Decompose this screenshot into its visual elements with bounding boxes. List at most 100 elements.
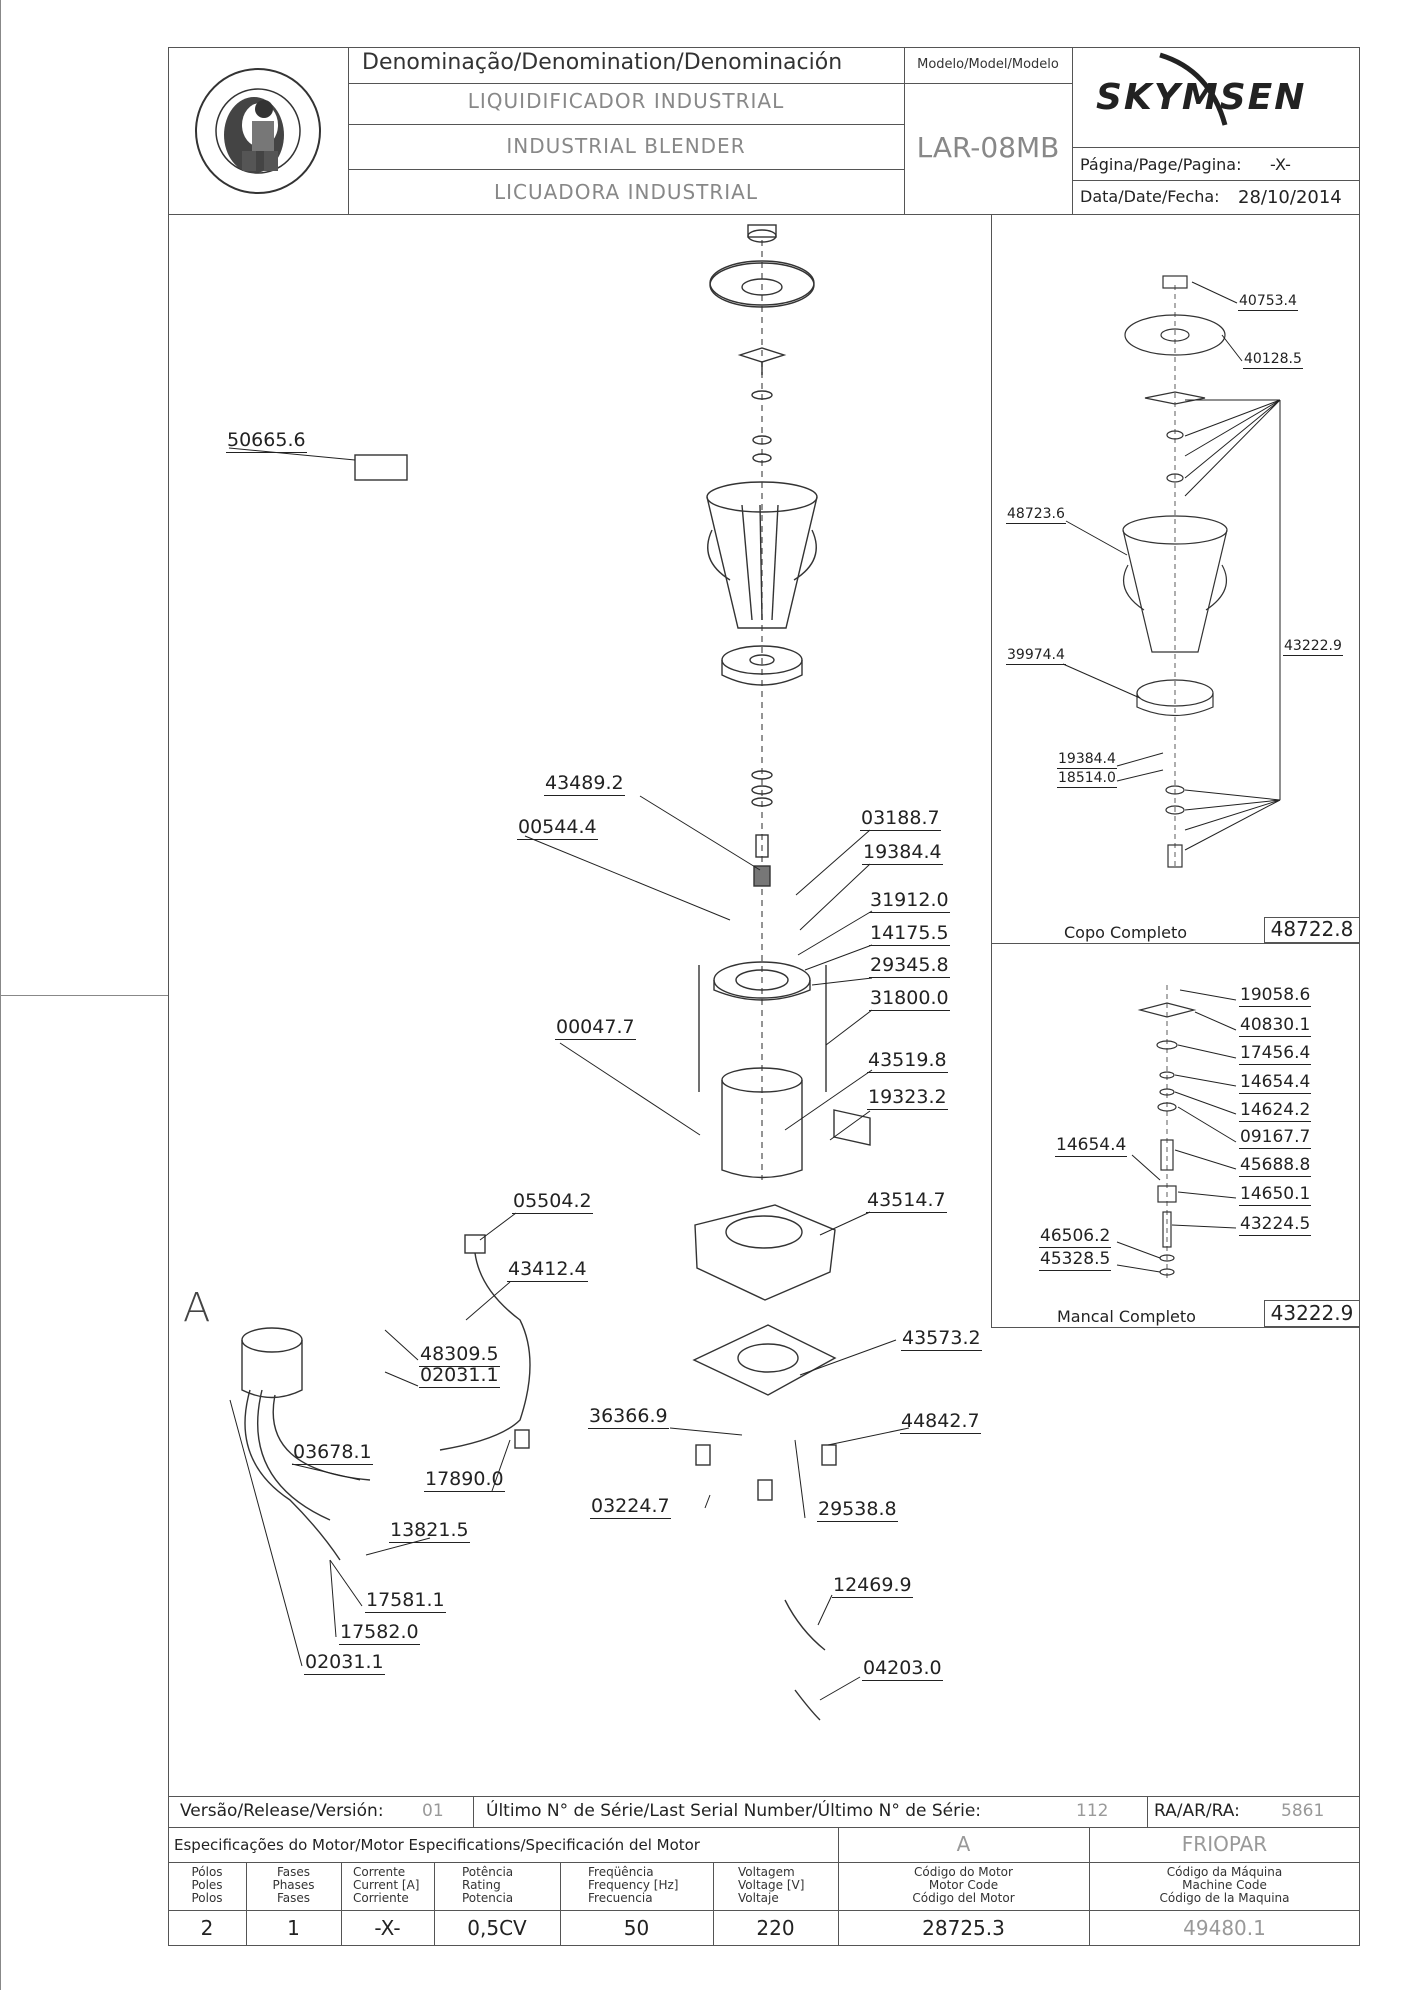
header-col1 — [348, 47, 349, 214]
part-17890-0: 17890.0 — [424, 1468, 505, 1492]
part-03678-1: 03678.1 — [292, 1441, 373, 1465]
copo-title: Copo Completo — [1064, 923, 1188, 942]
serial-label: Último N° de Série/Last Serial Number/Úl… — [486, 1801, 982, 1821]
brand-logo: SKYMSEN — [1096, 77, 1307, 118]
date-label: Data/Date/Fecha: — [1080, 187, 1220, 206]
motor-supplier: FRIOPAR — [1181, 1832, 1268, 1856]
product-name-en: INDUSTRIAL BLENDER — [506, 134, 746, 158]
part-03188-7: 03188.7 — [860, 807, 941, 831]
mancal-part-09167-7: 09167.7 — [1239, 1127, 1312, 1149]
part-17581-1: 17581.1 — [365, 1589, 446, 1613]
part-00544-4: 00544.4 — [517, 816, 598, 840]
mancal-part-14654-4-left: 14654.4 — [1055, 1135, 1128, 1157]
mancal-title: Mancal Completo — [1057, 1307, 1196, 1326]
ra-label: RA/AR/RA: — [1154, 1801, 1240, 1821]
part-03224-7: 03224.7 — [590, 1495, 671, 1519]
mancal-part-14650-1: 14650.1 — [1239, 1184, 1312, 1206]
footer-col — [1089, 1827, 1090, 1946]
model-label: Modelo/Model/Modelo — [917, 57, 1059, 72]
denomination-label: Denominação/Denomination/Denominación — [362, 50, 843, 75]
part-50665-6: 50665.6 — [226, 429, 307, 453]
version-value: 01 — [422, 1801, 444, 1821]
part-19384-4: 19384.4 — [862, 841, 943, 865]
col-motor-code: Código do Motor Motor Code Código del Mo… — [912, 1865, 1015, 1905]
mancal-part-17456-4: 17456.4 — [1239, 1043, 1312, 1065]
col-poles: Pólos Poles Polos — [191, 1865, 223, 1905]
val-voltage: 220 — [756, 1916, 795, 1940]
right-panel-bottom — [991, 1327, 1360, 1328]
part-43514-7: 43514.7 — [866, 1189, 947, 1213]
part-36366-9: 36366.9 — [588, 1405, 669, 1429]
part-48309-5: 48309.5 — [419, 1343, 500, 1367]
val-motor-code: 28725.3 — [922, 1916, 1005, 1940]
val-rating: 0,5CV — [467, 1916, 527, 1940]
copo-part-19384-4: 19384.4 — [1057, 751, 1117, 769]
col-machine-code: Código da Máquina Machine Code Código de… — [1159, 1865, 1290, 1905]
footer-col — [341, 1862, 342, 1946]
part-12469-9: 12469.9 — [832, 1574, 913, 1598]
footer-line — [168, 1796, 1360, 1797]
val-frequency: 50 — [623, 1916, 650, 1940]
ra-value: 5861 — [1281, 1801, 1325, 1821]
motor-letter: A — [956, 1832, 971, 1856]
header-row-line — [1072, 147, 1360, 148]
part-31912-0: 31912.0 — [869, 889, 950, 913]
mancal-part-45328-5: 45328.5 — [1039, 1249, 1112, 1271]
part-05504-2: 05504.2 — [512, 1190, 593, 1214]
part-29345-8: 29345.8 — [869, 954, 950, 978]
part-17582-0: 17582.0 — [339, 1621, 420, 1645]
right-panel-left — [991, 214, 992, 1327]
part-19323-2: 19323.2 — [867, 1086, 948, 1110]
copo-part-48723-6: 48723.6 — [1006, 506, 1066, 524]
part-31800-0: 31800.0 — [869, 987, 950, 1011]
mancal-part-45688-8: 45688.8 — [1239, 1155, 1312, 1177]
part-29538-8: 29538.8 — [817, 1498, 898, 1522]
part-02031-1-top: 02031.1 — [419, 1364, 500, 1388]
detail-marker-a: A — [183, 1285, 211, 1331]
copo-code: 48722.8 — [1270, 917, 1354, 941]
val-current: -X- — [374, 1916, 401, 1940]
copo-part-43222-9: 43222.9 — [1283, 638, 1343, 656]
footer-col — [1147, 1796, 1148, 1827]
header-col3 — [1072, 47, 1073, 214]
col-rating: Potência Rating Potencia — [462, 1865, 514, 1905]
motor-spec-label: Especificações do Motor/Motor Especifica… — [174, 1836, 700, 1854]
page-label: Página/Page/Pagina: — [1080, 155, 1242, 174]
copo-part-18514-0: 18514.0 — [1057, 770, 1117, 788]
col-frequency: Freqüência Frequency [Hz] Frecuencia — [588, 1865, 679, 1905]
col-voltage: Voltagem Voltage [V] Voltaje — [738, 1865, 805, 1905]
mancal-part-43224-5: 43224.5 — [1239, 1214, 1312, 1236]
right-panel-split — [991, 943, 1360, 944]
mancal-code-box — [1264, 1300, 1360, 1327]
col-phases: Fases Phases Fases — [272, 1865, 315, 1905]
part-02031-1-bottom: 02031.1 — [304, 1651, 385, 1675]
copo-part-39974-4: 39974.4 — [1006, 647, 1066, 665]
header-row-line — [348, 124, 904, 125]
part-44842-7: 44842.7 — [900, 1410, 981, 1434]
serial-value: 112 — [1076, 1801, 1109, 1821]
part-13821-5: 13821.5 — [389, 1519, 470, 1543]
part-43573-2: 43573.2 — [901, 1327, 982, 1351]
part-43519-8: 43519.8 — [867, 1049, 948, 1073]
footer-col — [713, 1862, 714, 1946]
footer-col — [838, 1827, 839, 1946]
part-14175-5: 14175.5 — [869, 922, 950, 946]
product-name-pt: LIQUIDIFICADOR INDUSTRIAL — [467, 89, 785, 113]
footer-line — [168, 1910, 1360, 1911]
page-left-divider — [0, 995, 168, 996]
copo-part-40753-4: 40753.4 — [1238, 293, 1298, 311]
model-value: LAR-08MB — [916, 131, 1060, 164]
mancal-part-46506-2: 46506.2 — [1039, 1226, 1112, 1248]
footer-col — [560, 1862, 561, 1946]
copo-part-40128-5: 40128.5 — [1243, 351, 1303, 369]
val-poles: 2 — [200, 1916, 214, 1940]
drawing-frame — [168, 47, 1360, 1946]
copo-code-box — [1264, 917, 1360, 943]
mancal-part-14624-2: 14624.2 — [1239, 1100, 1312, 1122]
footer-line — [168, 1827, 1360, 1828]
part-04203-0: 04203.0 — [862, 1657, 943, 1681]
header-row-line — [348, 169, 904, 170]
footer-col — [473, 1796, 474, 1827]
part-00047-7: 00047.7 — [555, 1016, 636, 1040]
header-row-line — [1072, 180, 1360, 181]
